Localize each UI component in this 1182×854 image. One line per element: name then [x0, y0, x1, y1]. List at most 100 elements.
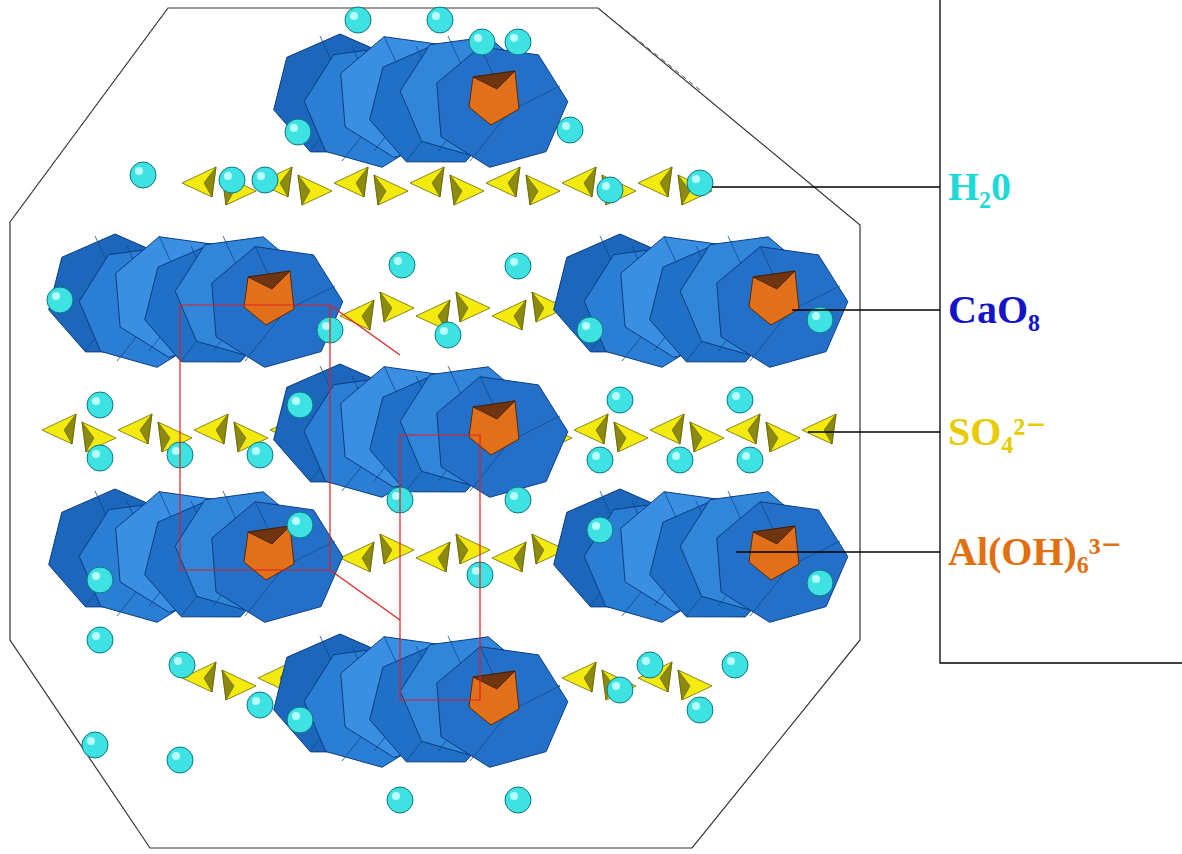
water-highlight — [510, 792, 518, 800]
cao8-polyhedron — [717, 247, 848, 368]
water-highlight — [582, 322, 590, 330]
water-highlight — [290, 124, 298, 132]
water-molecule — [169, 652, 195, 678]
sulfate-tetrahedron — [194, 414, 228, 444]
water-highlight — [727, 657, 735, 665]
sulfate-tetrahedron — [416, 542, 450, 572]
water-highlight — [174, 657, 182, 665]
sulfate-face — [748, 414, 760, 444]
leader-line — [808, 431, 940, 432]
sulfate-face — [356, 167, 368, 197]
octahedron-face — [473, 671, 515, 689]
sulfate-tetrahedron — [690, 422, 724, 452]
water-molecule — [219, 167, 245, 193]
unit-cell-outline — [10, 8, 860, 848]
water-molecule — [737, 447, 763, 473]
sulfate-tetrahedron — [726, 414, 760, 444]
water-highlight — [692, 175, 700, 183]
sulfate-tetrahedron — [380, 534, 414, 564]
octahedron-face — [753, 271, 795, 289]
sulfate-tetrahedron — [492, 300, 526, 330]
water-highlight — [474, 34, 482, 42]
sulfate-face — [204, 662, 216, 692]
aloh6-octahedron — [244, 271, 294, 325]
water-highlight — [692, 702, 700, 710]
water-highlight — [812, 312, 820, 320]
sulfate-face — [614, 422, 626, 452]
sulfate-tetrahedron — [380, 292, 414, 322]
sulfate-tetrahedron — [492, 542, 526, 572]
sulfate-tetrahedron — [650, 414, 684, 444]
sulfate-tetrahedron — [298, 175, 332, 205]
water-highlight — [612, 392, 620, 400]
water-highlight — [135, 167, 143, 175]
water-molecule — [505, 487, 531, 513]
water-highlight — [642, 657, 650, 665]
sulfate-face — [514, 300, 526, 330]
water-highlight — [252, 447, 260, 455]
water-highlight — [292, 517, 300, 525]
water-highlight — [350, 12, 358, 20]
polyhedron-edge — [470, 46, 560, 161]
sulfate-tetrahedron — [456, 534, 490, 564]
water-highlight — [224, 172, 232, 180]
water-molecule — [577, 317, 603, 343]
red-cell-outline — [180, 305, 480, 700]
sulfate-face — [526, 175, 538, 205]
water-highlight — [394, 257, 402, 265]
aloh6-octahedron — [469, 401, 519, 455]
aloh6-octahedron — [469, 71, 519, 125]
sulfate-tetrahedron — [562, 167, 596, 197]
sulfate-face — [596, 414, 608, 444]
water-highlight — [92, 572, 100, 580]
polyhedron-edge — [750, 501, 840, 616]
water-highlight — [592, 452, 600, 460]
polyhedron-edge — [470, 376, 560, 491]
water-molecule — [687, 170, 713, 196]
sulfate-face — [456, 534, 468, 564]
water-highlight — [392, 792, 400, 800]
legend-label: H₂0 — [948, 165, 1011, 209]
sulfate-face — [514, 542, 526, 572]
water-highlight — [292, 397, 300, 405]
sulfate-face — [222, 670, 234, 700]
water-molecule — [607, 387, 633, 413]
leader-line — [736, 551, 940, 552]
water-molecule — [167, 747, 193, 773]
water-molecule — [587, 447, 613, 473]
sulfate-face — [532, 292, 544, 322]
water-layer — [47, 7, 833, 813]
sulfate-face — [450, 175, 462, 205]
water-highlight — [172, 752, 180, 760]
water-highlight — [672, 452, 680, 460]
water-molecule — [287, 512, 313, 538]
water-highlight — [257, 172, 265, 180]
water-molecule — [427, 7, 453, 33]
water-molecule — [687, 697, 713, 723]
sulfate-face — [380, 292, 392, 322]
octahedron-face — [248, 271, 290, 289]
water-molecule — [387, 787, 413, 813]
water-molecule — [597, 177, 623, 203]
sulfate-face — [374, 175, 386, 205]
sulfate-face — [362, 300, 374, 330]
sulfate-face — [438, 542, 450, 572]
water-highlight — [440, 327, 448, 335]
sulfate-tetrahedron — [410, 167, 444, 197]
water-molecule — [667, 447, 693, 473]
sulfate-face — [678, 670, 690, 700]
cao8-polyhedron — [437, 377, 568, 498]
sulfate-face — [766, 422, 778, 452]
water-molecule — [637, 652, 663, 678]
water-highlight — [562, 122, 570, 130]
sulfate-tetrahedron — [118, 414, 152, 444]
water-molecule — [807, 570, 833, 596]
sulfate-face — [690, 422, 702, 452]
water-molecule — [557, 117, 583, 143]
water-highlight — [392, 492, 400, 500]
water-molecule — [252, 167, 278, 193]
water-highlight — [592, 522, 600, 530]
water-highlight — [812, 575, 820, 583]
sulfate-tetrahedron — [562, 662, 596, 692]
sulfate-face — [216, 414, 228, 444]
